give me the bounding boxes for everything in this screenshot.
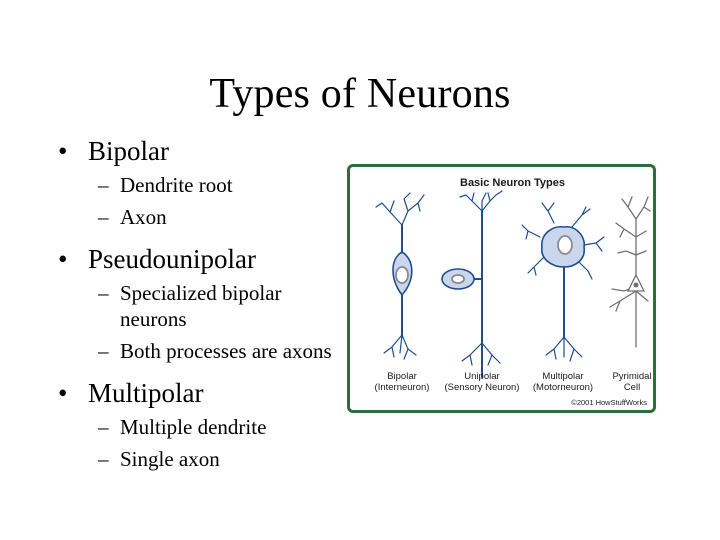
bullet-list: • Bipolar – Dendrite root – Axon • Pseud… xyxy=(58,134,348,484)
sub-glyph: – xyxy=(98,415,109,439)
sub-glyph: – xyxy=(98,205,109,229)
label-pyramidal-sub: Cell xyxy=(624,382,640,393)
bullet-pseudounipolar: • Pseudounipolar xyxy=(58,242,348,276)
sub-list-multipolar: – Multiple dendrite – Single axon xyxy=(58,414,348,472)
label-multipolar-sub: (Motorneuron) xyxy=(533,382,593,393)
bullet-label: Bipolar xyxy=(88,136,169,166)
label-multipolar: Multipolar xyxy=(542,371,583,382)
bullet-glyph: • xyxy=(58,244,68,274)
label-unipolar: Unipolar xyxy=(464,371,499,382)
figure-title: Basic Neuron Types xyxy=(460,177,565,189)
sub-bullet-text: Single axon xyxy=(120,447,220,471)
unipolar-neuron-drawing xyxy=(441,190,503,378)
label-bipolar-sub: (Interneuron) xyxy=(375,382,430,393)
sub-bullet: – Specialized bipolar neurons xyxy=(98,280,348,332)
sub-bullet: – Single axon xyxy=(98,446,348,472)
sub-bullet-text: Axon xyxy=(120,205,167,229)
bullet-label: Pseudounipolar xyxy=(88,244,256,274)
sub-bullet-text: Dendrite root xyxy=(120,173,233,197)
sub-bullet-text: Both processes are axons xyxy=(120,339,332,363)
sub-bullet: – Axon xyxy=(98,204,348,230)
sub-bullet-text: Multiple dendrite xyxy=(120,415,267,439)
bullet-multipolar: • Multipolar xyxy=(58,376,348,410)
sub-glyph: – xyxy=(98,281,109,305)
bullet-glyph: • xyxy=(58,136,68,166)
sub-list-bipolar: – Dendrite root – Axon xyxy=(58,172,348,230)
label-unipolar-sub: (Sensory Neuron) xyxy=(445,382,520,393)
label-pyramidal: Pyrimidal xyxy=(612,371,651,382)
bipolar-neuron-drawing xyxy=(375,192,425,360)
neuron-types-figure: Basic Neuron Types xyxy=(347,164,656,413)
sub-glyph: – xyxy=(98,447,109,471)
bullet-glyph: • xyxy=(58,378,68,408)
multipolar-neuron-drawing xyxy=(521,202,605,362)
sub-bullet: – Both processes are axons xyxy=(98,338,348,364)
figure-copyright: ©2001 HowStuffWorks xyxy=(571,398,647,407)
sub-bullet: – Dendrite root xyxy=(98,172,348,198)
bullet-label: Multipolar xyxy=(88,378,204,408)
sub-glyph: – xyxy=(98,339,109,363)
sub-list-pseudounipolar: – Specialized bipolar neurons – Both pro… xyxy=(58,280,348,364)
label-bipolar: Bipolar xyxy=(387,371,417,382)
neuron-types-illustration: Basic Neuron Types xyxy=(375,177,652,407)
bullet-bipolar: • Bipolar xyxy=(58,134,348,168)
sub-glyph: – xyxy=(98,173,109,197)
sub-bullet-text: Specialized bipolar neurons xyxy=(120,281,282,331)
sub-bullet: – Multiple dendrite xyxy=(98,414,348,440)
slide-title: Types of Neurons xyxy=(209,71,511,117)
pyramidal-cell-drawing xyxy=(609,196,651,348)
